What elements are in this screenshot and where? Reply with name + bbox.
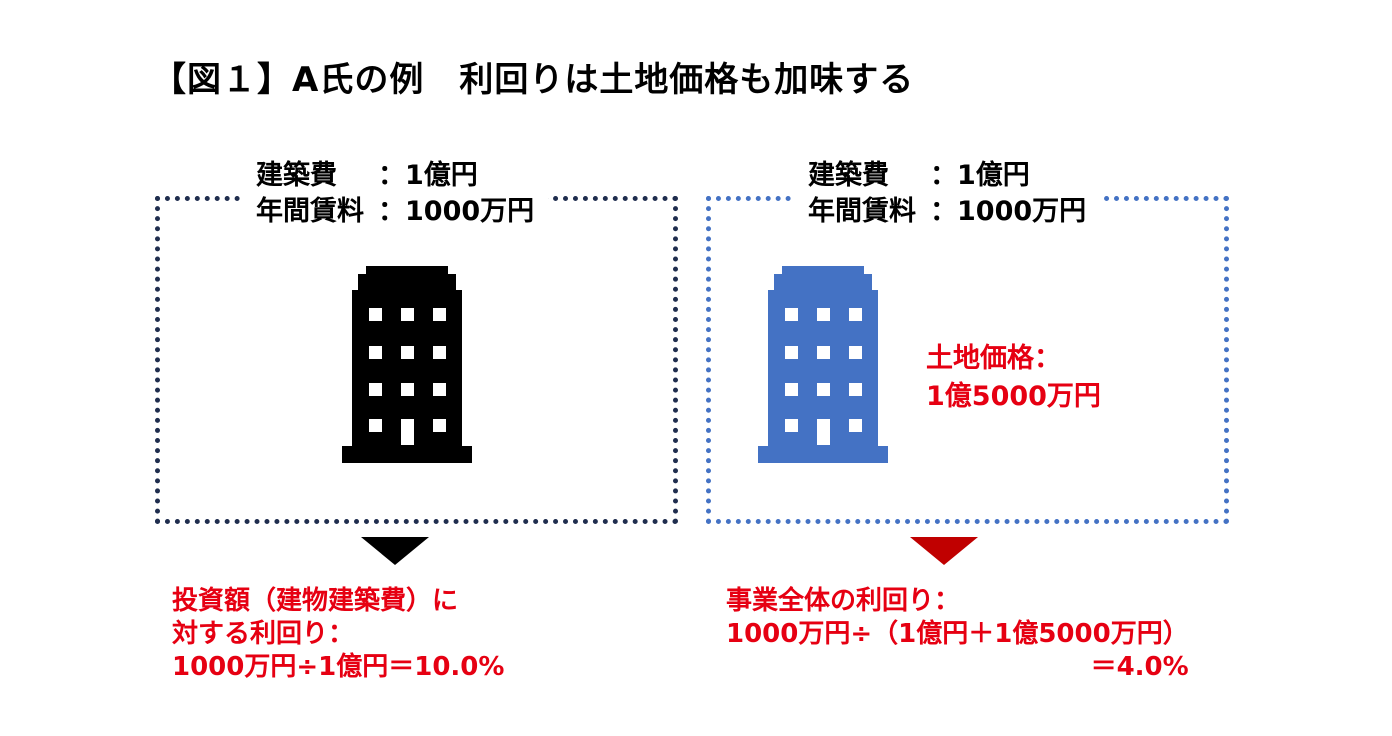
right-result-line1: 事業全体の利回り： — [726, 586, 961, 616]
right-result-line2: 1000万円÷（1億円＋1億5000万円） — [726, 619, 1189, 649]
office-building-icon — [342, 266, 472, 463]
page-title: 【図１】A氏の例 利回りは土地価格も加味する — [152, 60, 915, 100]
land-price-value: 1億5000万円 — [926, 381, 1101, 412]
left-result-line2: 対する利回り： — [172, 619, 355, 649]
project-yield-result: 事業全体の利回り： 1000万円÷（1億円＋1億5000万円） ＝4.0% — [726, 585, 1189, 684]
down-arrow-icon — [910, 537, 978, 565]
building-yield-result: 投資額（建物建築費）に 対する利回り： 1000万円÷1億円＝10.0% — [172, 585, 504, 684]
left-cost-info: 建築費 ：1億円 年間賃料 ：1000万円 — [242, 158, 549, 230]
left-result-line1: 投資額（建物建築費）に — [172, 586, 459, 616]
right-rent-value: ：1000万円 — [930, 196, 1087, 227]
right-cost-value: ：1億円 — [930, 160, 1030, 191]
land-price-label: 土地価格： — [926, 343, 1061, 374]
left-rent-value: ：1000万円 — [378, 196, 535, 227]
office-building-icon — [758, 266, 888, 463]
left-cost-label: 建築費 — [256, 160, 337, 191]
right-cost-label: 建築費 — [808, 160, 889, 191]
right-result-line3: ＝4.0% — [1090, 652, 1189, 682]
right-cost-info: 建築費 ：1億円 年間賃料 ：1000万円 — [794, 158, 1101, 230]
left-rent-label: 年間賃料 — [256, 196, 364, 227]
left-result-line3: 1000万円÷1億円＝10.0% — [172, 652, 505, 682]
down-arrow-icon — [361, 537, 429, 565]
right-rent-label: 年間賃料 — [808, 196, 916, 227]
land-price: 土地価格： 1億5000万円 — [926, 340, 1101, 416]
left-cost-value: ：1億円 — [378, 160, 478, 191]
